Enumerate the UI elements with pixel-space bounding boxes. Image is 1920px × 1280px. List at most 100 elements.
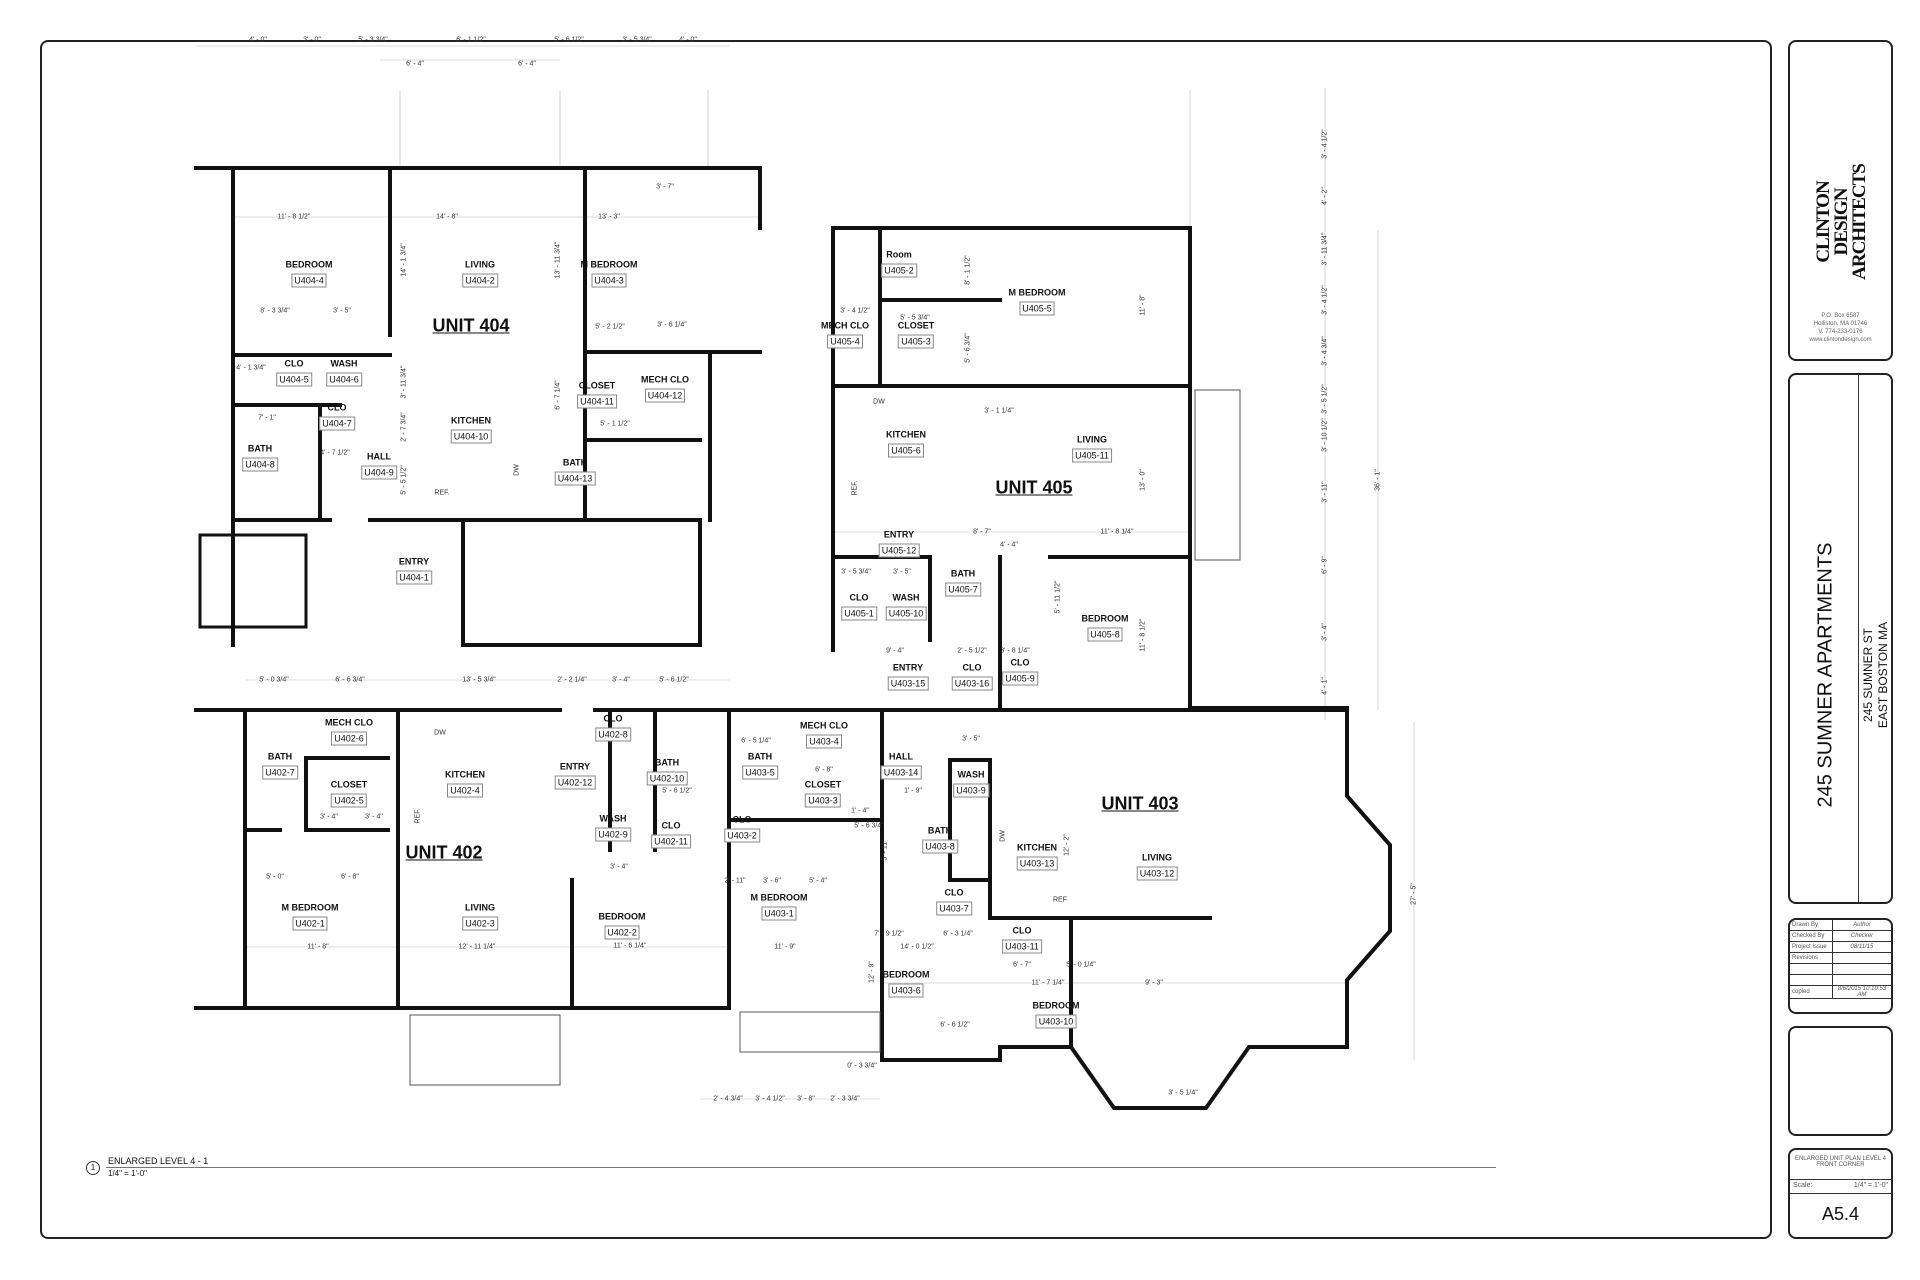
room-name: CLO bbox=[284, 358, 304, 369]
room-tag: U402-9 bbox=[595, 827, 631, 842]
room-tag: U405-10 bbox=[885, 606, 927, 621]
dimension-label: 5' - 6 3/4" bbox=[854, 822, 884, 830]
room-tag: U402-5 bbox=[331, 793, 367, 808]
room-label: BEDROOM U403-10 bbox=[1033, 1001, 1080, 1030]
room-name: WASH bbox=[599, 813, 627, 824]
dimension-label: 6' - 5 1/4" bbox=[741, 737, 771, 745]
view-scale: 1/4" = 1'-0" bbox=[108, 1169, 148, 1178]
room-name: BEDROOM bbox=[285, 259, 333, 270]
room-name: CLO bbox=[944, 887, 964, 898]
room-name: M BEDROOM bbox=[580, 259, 638, 270]
room-name: LIVING bbox=[1141, 852, 1172, 863]
room-tag: U403-8 bbox=[922, 839, 958, 854]
dimension-label: 3' - 1 1/4" bbox=[984, 407, 1014, 415]
firm-website[interactable]: www.clintondesign.com bbox=[1809, 337, 1872, 343]
dimension-label: 11' - 8 1/4" bbox=[1100, 528, 1134, 536]
dimension-label: 14' - 0 1/2" bbox=[900, 943, 934, 951]
room-name: MECH CLO bbox=[800, 720, 848, 731]
unit-title: UNIT 404 bbox=[432, 315, 510, 336]
dimension-label: 4' - 4" bbox=[1000, 541, 1018, 549]
dimension-label: 9' - 4" bbox=[886, 647, 904, 655]
room-name: BEDROOM bbox=[1032, 1000, 1080, 1011]
view-caption: ENLARGED LEVEL 4 - 1 1/4" = 1'-0" bbox=[108, 1156, 208, 1178]
caption-underline bbox=[106, 1167, 1496, 1168]
room-tag: U403-10 bbox=[1035, 1014, 1077, 1029]
room-tag: U404-2 bbox=[462, 273, 498, 288]
project-address-street: 245 SUMNER ST bbox=[1861, 627, 1875, 723]
room-name: CLO bbox=[732, 814, 752, 825]
room-name: ENTRY bbox=[398, 556, 430, 567]
room-tag: U403-2 bbox=[724, 828, 760, 843]
dimension-label: 4' - 0" bbox=[679, 36, 697, 44]
dimension-label: 3' - 5" bbox=[893, 568, 911, 576]
dimension-label: 3' - 5" bbox=[333, 307, 351, 315]
info-label: copied bbox=[1790, 985, 1833, 999]
dimension-label: 3' - 4 3/4" bbox=[1321, 336, 1329, 366]
info-label: Project Issue bbox=[1790, 941, 1833, 953]
room-name: KITCHEN bbox=[451, 415, 491, 426]
room-tag: U404-1 bbox=[396, 570, 432, 585]
firm-phone: V. 774-233-0176 bbox=[1818, 329, 1863, 335]
room-name: M BEDROOM bbox=[750, 892, 808, 903]
dimension-label: 3' - 10 1/2" bbox=[1321, 418, 1329, 452]
dimension-label: 3' - 11 3/4" bbox=[1321, 232, 1329, 266]
room-name: BATH bbox=[562, 457, 588, 468]
room-label: MECH CLO U404-12 bbox=[641, 375, 689, 404]
dimension-label: 5' - 6 1/2" bbox=[554, 36, 584, 44]
dimension-label: 36' - 1" bbox=[1374, 469, 1382, 491]
sheet-title: ENLARGED UNIT PLAN LEVEL 4 FRONT CORNER bbox=[1790, 1150, 1891, 1180]
dimension-label: 5' - 3 3/4" bbox=[358, 36, 388, 44]
room-name: KITCHEN bbox=[445, 769, 485, 780]
room-name: LIVING bbox=[1076, 434, 1108, 445]
dimension-label: 5' - 0 1/4" bbox=[1066, 961, 1096, 969]
room-tag: U405-9 bbox=[1002, 671, 1038, 686]
room-tag: U402-2 bbox=[604, 925, 640, 940]
dimension-label: 2' - 4 3/4" bbox=[713, 1095, 743, 1103]
room-name: KITCHEN bbox=[886, 429, 926, 440]
room-tag: U402-12 bbox=[554, 775, 596, 790]
room-tag: U404-6 bbox=[326, 372, 362, 387]
dimension-label: 1' - 9" bbox=[904, 787, 922, 795]
sheet-panel: ENLARGED UNIT PLAN LEVEL 4 FRONT CORNER … bbox=[1788, 1148, 1893, 1239]
dimension-label: 3' - 5 1/4" bbox=[1168, 1089, 1198, 1097]
dimension-label: 2' - 5 1/2" bbox=[957, 647, 987, 655]
fixture-label: DW bbox=[513, 464, 521, 476]
dimension-label: 6' - 6 1/2" bbox=[940, 1021, 970, 1029]
room-name: BATH bbox=[747, 751, 773, 762]
fixture-label: REF bbox=[1053, 896, 1067, 904]
dimension-label: 3' - 4" bbox=[610, 863, 628, 871]
dimension-label: 6' - 4" bbox=[406, 60, 424, 68]
dimension-label: 6' - 8" bbox=[341, 873, 359, 881]
dimension-label: 4' - 1" bbox=[1321, 677, 1329, 695]
room-tag: U403-12 bbox=[1136, 866, 1178, 881]
room-name: CLOSET bbox=[804, 779, 842, 790]
dimension-label: 2' - 3 3/4" bbox=[830, 1095, 860, 1103]
room-label: ENTRY U404-1 bbox=[396, 557, 432, 586]
dimension-label: 3' - 7" bbox=[656, 183, 674, 191]
dimension-label: 6' - 7 1/4" bbox=[554, 380, 562, 410]
dimension-label: 9' - 3" bbox=[1145, 979, 1163, 987]
dimension-label: 5' - 5 3/4" bbox=[900, 314, 930, 322]
room-tag: U405-4 bbox=[827, 334, 863, 349]
dimension-label: 3' - 5" bbox=[962, 735, 980, 743]
dimension-label: 8' - 3 3/4" bbox=[260, 307, 290, 315]
scale-value: 1/4" = 1'-0" bbox=[1853, 1182, 1888, 1189]
fixture-label: REF. bbox=[851, 480, 859, 496]
room-tag: U405-6 bbox=[888, 443, 924, 458]
room-tag: U404-12 bbox=[644, 388, 686, 403]
room-name: MECH CLO bbox=[641, 374, 689, 385]
room-name: Room bbox=[886, 249, 912, 260]
dimension-label: 6' - 6 3/4" bbox=[335, 676, 365, 684]
